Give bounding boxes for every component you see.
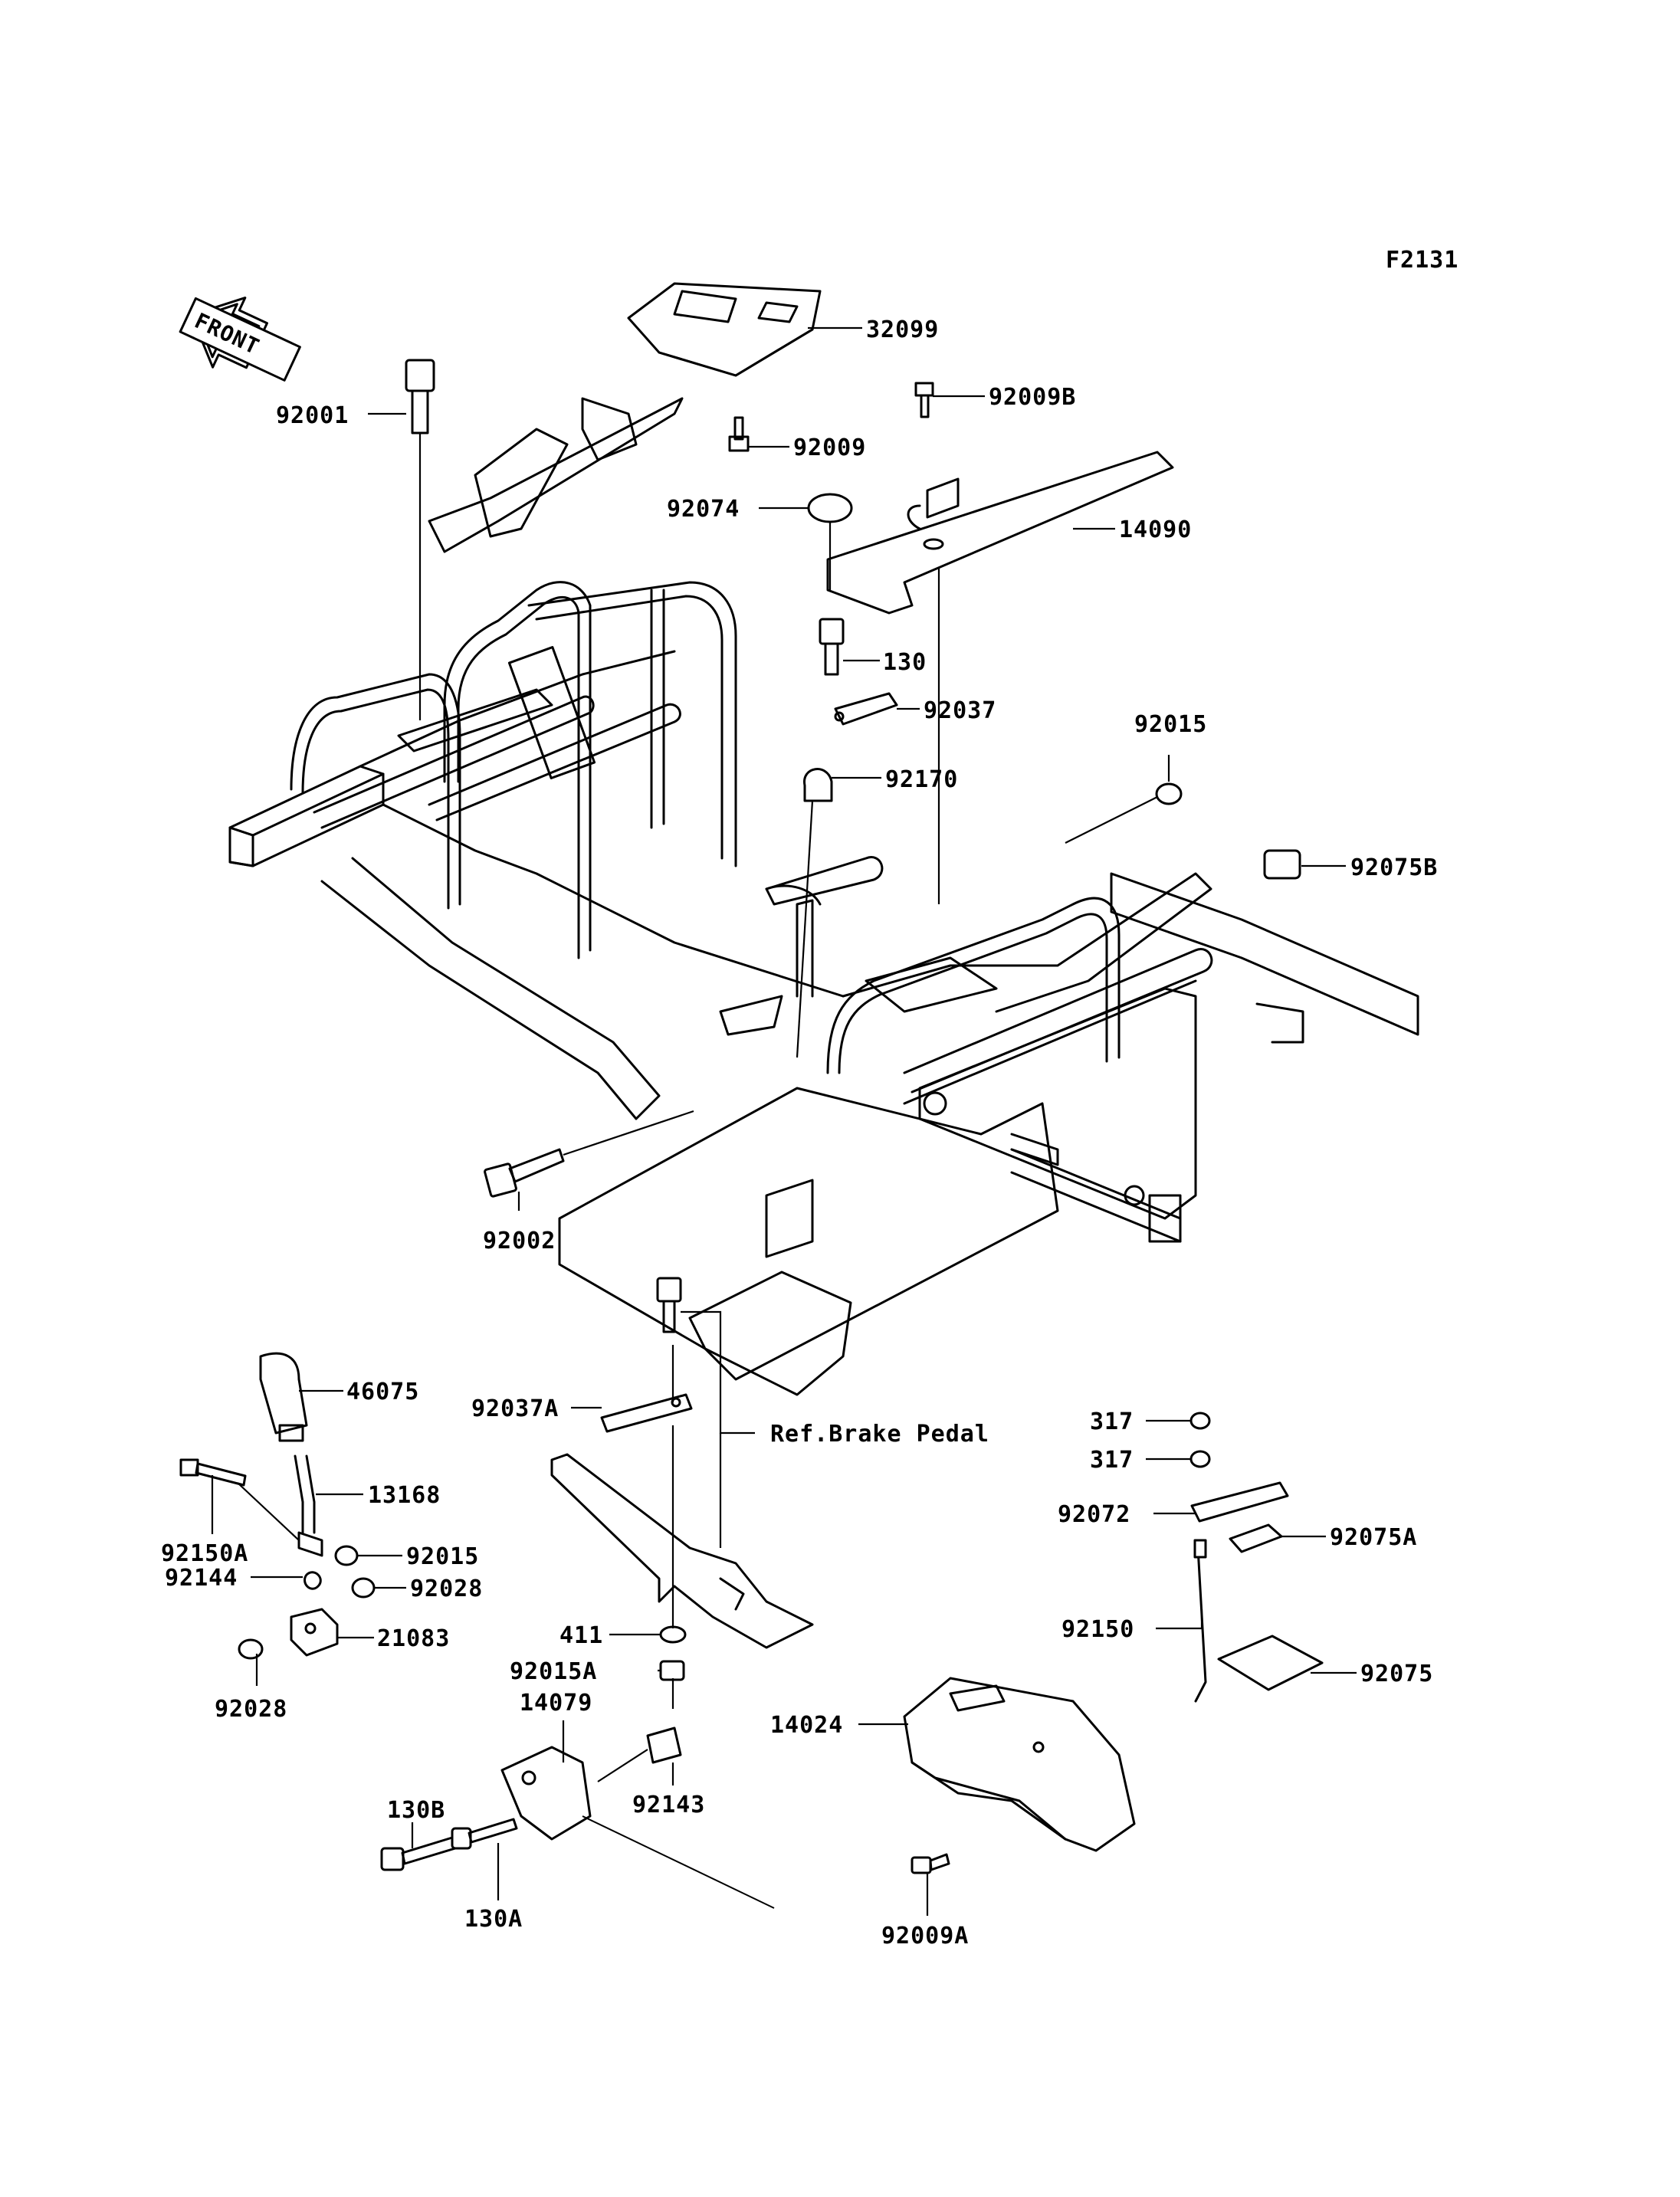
part-411-graphic [659,1625,687,1644]
label-92072: 92072 [1058,1501,1130,1528]
part-92170-graphic [803,768,833,802]
label-46075: 46075 [346,1379,419,1405]
brake-lever-graphic [550,1453,814,1649]
part-92150A-graphic [179,1458,247,1487]
part-32099-graphic [627,282,822,377]
label-92028-l: 92028 [215,1696,287,1723]
label-92009: 92009 [793,434,866,461]
part-92037A-graphic [600,1393,693,1433]
part-92144-graphic [304,1571,322,1590]
label-92037A: 92037A [471,1395,559,1422]
label-21083: 21083 [377,1625,450,1652]
label-14079: 14079 [520,1690,592,1717]
ref-brake-pedal: Ref.Brake Pedal [770,1421,989,1448]
label-317-b: 317 [1090,1447,1134,1474]
label-13168: 13168 [368,1482,441,1509]
label-92075: 92075 [1360,1661,1433,1687]
label-130B: 130B [387,1797,445,1824]
label-92150: 92150 [1061,1616,1134,1643]
part-130B-graphic [380,1836,457,1871]
part-21083-graphic [290,1608,339,1657]
label-130A: 130A [464,1906,523,1933]
leader-lines [211,326,1357,1916]
label-92001: 92001 [276,402,349,429]
label-92009B: 92009B [989,384,1076,411]
label-92075B: 92075B [1350,854,1438,881]
part-92143-graphic [646,1726,682,1764]
part-92015-top-graphic [1155,782,1183,805]
part-46075-graphic [259,1352,308,1442]
part-92002-graphic [484,1148,565,1198]
label-92015-top: 92015 [1134,711,1207,738]
label-130: 130 [883,649,927,676]
part-317-b-graphic [1189,1450,1211,1468]
part-92001-graphic [405,359,435,434]
label-92143: 92143 [632,1792,705,1818]
part-92028-r-graphic [351,1577,376,1599]
label-92037: 92037 [924,697,996,724]
part-13168-graphic [294,1454,323,1557]
part-317-a-graphic [1189,1412,1211,1430]
label-92028-r: 92028 [410,1576,483,1602]
label-92009A: 92009A [881,1923,969,1949]
part-130A-graphic [451,1818,518,1850]
label-92015-lever: 92015 [406,1543,479,1570]
part-130-graphic [819,618,845,676]
part-92072-graphic [1190,1481,1289,1523]
main-frame [228,397,1419,1396]
label-92074: 92074 [667,496,740,523]
part-92009B-graphic [914,382,934,418]
label-14024: 14024 [770,1712,843,1739]
part-92075A-graphic [1229,1523,1283,1553]
part-92037-graphic [834,692,898,726]
label-92150A: 92150A [161,1540,248,1567]
part-14024-graphic [903,1677,1136,1852]
figure-id: F2131 [1386,247,1459,274]
part-92150-graphic [1193,1539,1207,1703]
part-92074-graphic [807,493,853,523]
label-92075A: 92075A [1330,1524,1417,1551]
part-92015-lever-graphic [334,1545,359,1566]
label-92015A: 92015A [510,1658,597,1685]
label-32099: 32099 [866,316,939,343]
part-92009-graphic [728,416,750,452]
part-92075-graphic [1217,1635,1324,1691]
label-92002: 92002 [483,1228,556,1254]
part-brake-bolt-graphic [656,1277,682,1333]
label-14090: 14090 [1119,516,1192,543]
part-92015A-graphic [659,1660,685,1681]
label-411: 411 [559,1622,603,1649]
label-92144: 92144 [165,1565,238,1592]
label-317-a: 317 [1090,1408,1134,1435]
part-92009A-graphic [911,1853,950,1874]
part-92075B-graphic [1263,849,1301,880]
front-arrow-icon: FRONT [179,297,301,382]
part-14079-graphic [500,1746,775,1909]
part-labels: 32099 92001 92009 92009B 92074 14090 130… [161,316,1438,1949]
label-92170: 92170 [885,766,958,793]
part-92028-l-graphic [238,1638,264,1660]
part-14090-graphic [826,451,1174,615]
